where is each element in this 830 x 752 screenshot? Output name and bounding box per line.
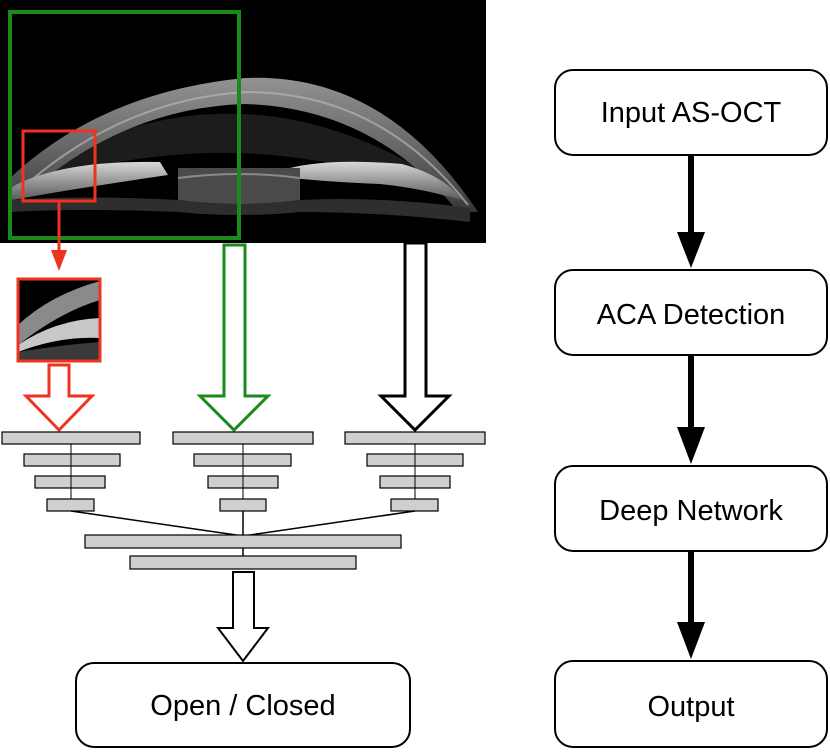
- output-label-box: [75, 662, 411, 748]
- full-image-input-arrow: [377, 241, 453, 433]
- flow-arrowhead: [677, 427, 705, 464]
- layer-block: [46, 498, 95, 512]
- layer-block: [23, 453, 121, 467]
- angle-crop-image: [16, 277, 102, 363]
- fusion-layer: [84, 534, 402, 549]
- fusion-layer: [129, 555, 357, 570]
- step-label-network: Deep Network: [599, 495, 783, 527]
- layer-block: [344, 431, 486, 445]
- oct-scan-image: [0, 0, 486, 243]
- layer-block: [34, 475, 106, 489]
- network-branch-angle: [1, 431, 141, 512]
- network-branch-half: [172, 431, 314, 512]
- layer-block: [172, 431, 314, 445]
- output-label: Open / Closed: [150, 690, 335, 722]
- half-image-input-arrow: [196, 243, 272, 433]
- flow-arrowhead: [677, 232, 705, 268]
- step-box-output: [554, 660, 828, 748]
- output-arrow: [215, 571, 271, 663]
- layer-block: [219, 498, 267, 512]
- flow-arrowhead: [677, 622, 705, 659]
- step-label-output: Output: [647, 691, 734, 723]
- step-label-input: Input AS-OCT: [601, 97, 782, 129]
- step-label-detection: ACA Detection: [597, 299, 786, 331]
- angle-input-arrow: [22, 363, 96, 433]
- layer-block: [390, 498, 439, 512]
- flowchart: Input AS-OCT ACA Detection Deep Network …: [554, 69, 828, 748]
- crop-connector-arrowhead: [51, 250, 67, 271]
- merge-connections: [70, 510, 416, 556]
- half-image-box: [8, 10, 241, 240]
- network-branch-full: [344, 431, 486, 512]
- layer-block: [1, 431, 141, 445]
